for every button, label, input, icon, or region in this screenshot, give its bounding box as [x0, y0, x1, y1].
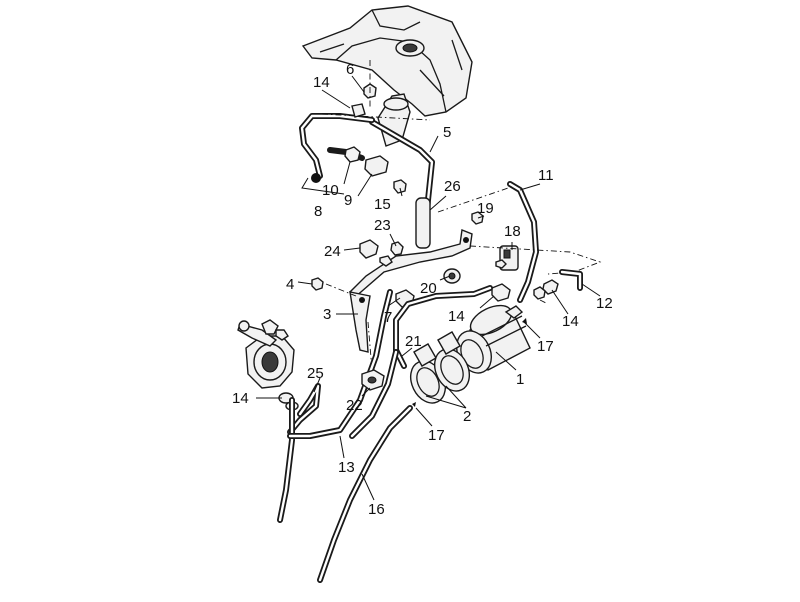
- grommet-20: [443, 268, 461, 284]
- hose-21: [349, 349, 399, 439]
- callout-10: 10: [322, 182, 339, 199]
- callout-25: 25: [307, 365, 324, 382]
- callout-1: 1: [516, 371, 524, 388]
- callout-14-left: 14: [232, 390, 249, 407]
- charcoal-canister-1: [455, 304, 531, 374]
- callout-14-top: 14: [313, 74, 330, 91]
- callout-19: 19: [477, 200, 494, 217]
- flow-arrows-17: [412, 318, 527, 407]
- hose-16: [317, 405, 413, 583]
- valve-23-24: [359, 239, 415, 308]
- callout-5: 5: [443, 124, 451, 141]
- fittings-upper: [321, 60, 431, 194]
- callout-4: 4: [286, 276, 294, 293]
- callout-8: 8: [314, 203, 322, 220]
- callout-6: 6: [346, 61, 354, 78]
- hose-12: [533, 269, 583, 300]
- callout-18: 18: [504, 223, 521, 240]
- dashed-guides: [367, 185, 602, 371]
- hose-11: [507, 181, 539, 303]
- callout-labels: 1 2 3 4 5 6 7 8 9 10 11 12 13 14 14 14 1…: [232, 61, 613, 518]
- callout-17-lower: 17: [428, 427, 445, 444]
- callout-3: 3: [323, 306, 331, 323]
- callout-17-right: 17: [537, 338, 554, 355]
- callout-9: 9: [344, 192, 352, 209]
- callout-12: 12: [596, 295, 613, 312]
- callout-21: 21: [405, 333, 422, 350]
- throttle-body: [237, 319, 295, 389]
- callout-16: 16: [368, 501, 385, 518]
- clamps-2: [409, 331, 471, 404]
- hose-13: [277, 289, 393, 523]
- sleeve-26: [415, 197, 431, 249]
- hose-25: [287, 383, 321, 435]
- callout-14-right: 14: [562, 313, 579, 330]
- callout-26: 26: [444, 178, 461, 195]
- nut-4: [311, 277, 357, 297]
- fitting-14-left: [278, 392, 299, 411]
- callout-11: 11: [538, 167, 554, 184]
- callout-14-center: 14: [448, 308, 465, 325]
- fuel-tank: [301, 5, 473, 117]
- callout-24: 24: [324, 243, 341, 260]
- nut-19: [471, 211, 484, 225]
- clip-22: [361, 369, 385, 391]
- callout-13: 13: [338, 459, 355, 476]
- callout-7: 7: [384, 309, 392, 326]
- callout-2: 2: [463, 408, 471, 425]
- bracket-3: [349, 229, 473, 353]
- leader-lines: [256, 75, 601, 501]
- callout-22: 22: [346, 397, 363, 414]
- callout-23: 23: [374, 217, 391, 234]
- solenoid-valve-18: [491, 245, 519, 302]
- callout-15: 15: [374, 196, 391, 213]
- callout-20: 20: [420, 280, 437, 297]
